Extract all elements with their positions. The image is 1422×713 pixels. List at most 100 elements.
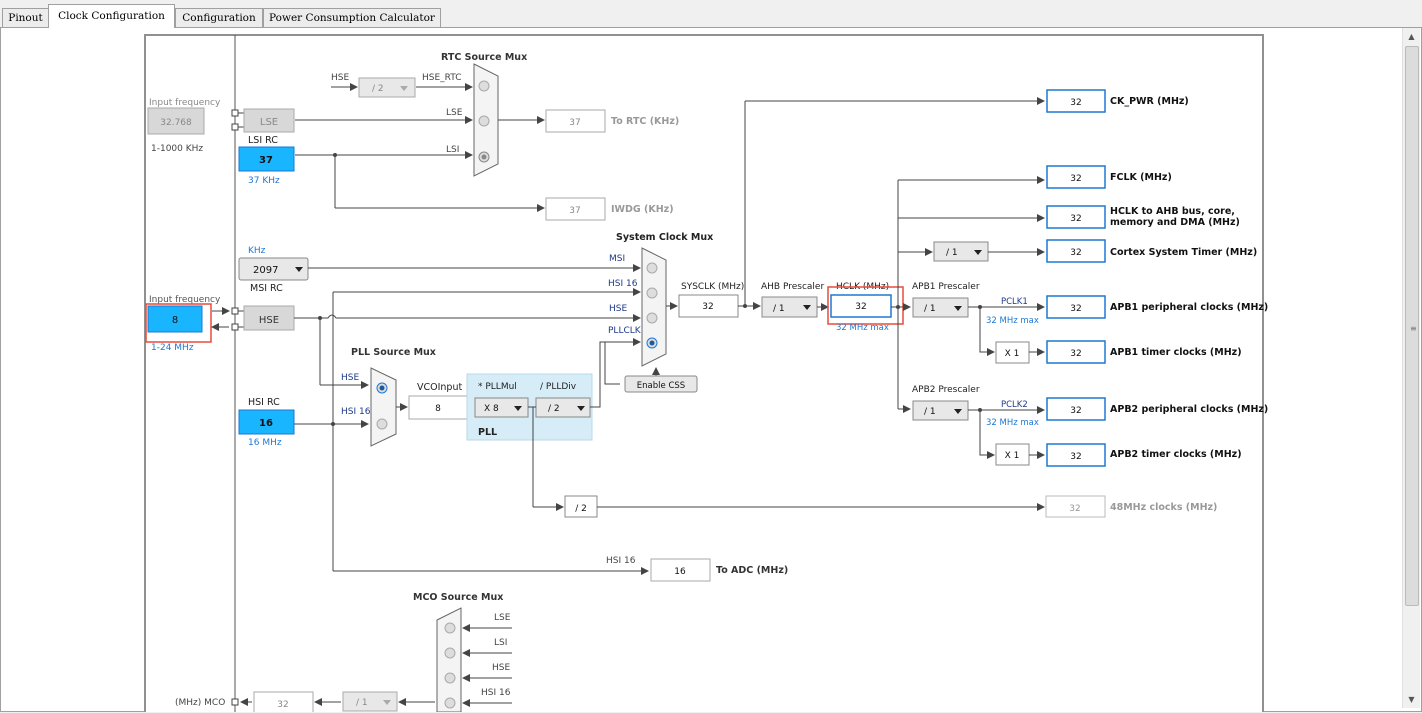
cortex-timer-divider-value: / 1 [946, 248, 958, 258]
system-clock-mux [641, 247, 667, 367]
chevron-down-icon [383, 700, 391, 705]
pll-mul-label: * PLLMul [478, 382, 517, 392]
apb2-timer-multiplier-value: X 1 [1005, 451, 1020, 461]
mco-output-label: (MHz) MCO [175, 698, 225, 708]
apb2-timer-label: APB2 timer clocks (MHz) [1110, 449, 1242, 460]
chevron-down-icon [577, 406, 585, 411]
msi-frequency-select[interactable] [238, 257, 309, 281]
lse-box-label: LSE [260, 117, 278, 128]
tab-configuration[interactable]: Configuration [175, 8, 263, 27]
chevron-down-icon [954, 306, 962, 311]
hclk-ahb-label-line2: memory and DMA (MHz) [1110, 217, 1240, 228]
lse-input-frequency-label: Input frequency [149, 98, 221, 108]
adc-label: To ADC (MHz) [716, 565, 788, 576]
ahb-prescaler-label: AHB Prescaler [761, 282, 824, 292]
ck-pwr-label: CK_PWR (MHz) [1110, 96, 1189, 107]
usb48-value-box [1045, 495, 1106, 518]
chevron-down-icon [954, 409, 962, 414]
lsi-rc-title: LSI RC [248, 135, 278, 146]
vertical-scrollbar[interactable]: ▲ ≡ ▼ [1402, 28, 1420, 708]
apb1-prescaler-label: APB1 Prescaler [912, 282, 980, 292]
mco-source-mux [436, 607, 462, 712]
vco-input-value: 8 [435, 404, 441, 414]
rtc-mux-lsi-label: LSI [446, 145, 459, 155]
hclk-max-label: 32 MHz max [836, 323, 889, 333]
enable-css-label: Enable CSS [637, 381, 685, 391]
output-fclk: 32 FCLK (MHz) [1046, 165, 1172, 189]
fclk-value: 32 [1070, 174, 1081, 184]
adc-value-box [650, 558, 711, 582]
apb2-max-label: 32 MHz max [986, 418, 1039, 428]
chevron-down-icon [295, 267, 303, 272]
sys-mux-radio-hsi16[interactable] [646, 287, 658, 299]
apb1-timer-multiplier-value: X 1 [1005, 349, 1020, 359]
scroll-up-arrow-icon[interactable]: ▲ [1408, 32, 1415, 41]
usb48-value: 32 [1069, 504, 1080, 514]
mco-value: 32 [277, 700, 288, 710]
output-apb1-peripheral: 32 APB1 peripheral clocks (MHz) [1046, 295, 1268, 319]
lsi-rc-value: 37 [259, 155, 273, 166]
pll-label: PLL [478, 427, 497, 438]
apb2-timer-value: 32 [1070, 452, 1081, 462]
mco-divider-select[interactable] [342, 691, 398, 712]
apb1-prescaler-value: / 1 [924, 304, 936, 314]
pll-mux-radio-hsi16[interactable] [376, 418, 388, 430]
hsi-rc-box [238, 409, 295, 435]
tab-clock-configuration[interactable]: Clock Configuration [48, 4, 175, 28]
sys-mux-radio-hse[interactable] [646, 312, 658, 324]
mco-mux-radio-lse[interactable] [444, 622, 456, 634]
mco-mux-lsi-label: LSI [494, 638, 507, 648]
hse-input-frequency-field[interactable] [147, 305, 203, 333]
tab-bar: Pinout Clock Configuration Configuration… [0, 0, 1422, 28]
scrollbar-thumb[interactable]: ≡ [1405, 46, 1419, 606]
rtc-mux-hse-label: HSE [331, 73, 349, 83]
mco-mux-radio-hse[interactable] [444, 672, 456, 684]
hse-box-label: HSE [259, 315, 279, 326]
lse-input-frequency-value: 32.768 [160, 118, 192, 128]
lse-oscillator-box [243, 108, 295, 133]
rtc-mux-lse-label: LSE [446, 108, 463, 118]
pll-mux-hsi16-label: HSI 16 [341, 407, 371, 417]
output-ck-pwr: 32 CK_PWR (MHz) [1046, 89, 1189, 113]
cortex-timer-value: 32 [1070, 248, 1081, 258]
hse-input-frequency-value: 8 [172, 315, 178, 326]
sys-mux-radio-msi[interactable] [646, 262, 658, 274]
rtc-mux-radio-hse[interactable] [478, 80, 490, 92]
iwdg-value-box [545, 197, 606, 221]
adc-value: 16 [674, 567, 686, 577]
lsi-range-label: 1-1000 KHz [151, 144, 203, 154]
ahb-prescaler-value: / 1 [773, 304, 785, 314]
pll-div-label: / PLLDiv [540, 382, 577, 392]
hclk-input-field[interactable] [830, 294, 892, 318]
lsi-rc-box [238, 146, 295, 172]
mco-mux-radio-hsi16[interactable] [444, 697, 456, 709]
hclk-value: 32 [855, 302, 866, 312]
diagram-frame [144, 34, 1264, 712]
vco-input-label: VCOInput [417, 382, 462, 393]
output-apb1-timer: 32 APB1 timer clocks (MHz) [1046, 340, 1242, 364]
sysclk-label: SYSCLK (MHz) [681, 282, 744, 292]
pll-mul-value: X 8 [484, 404, 499, 414]
pll-source-mux-title: PLL Source Mux [351, 347, 436, 358]
output-hclk-ahb: 32 HCLK to AHB bus, core, memory and DMA… [1046, 205, 1240, 229]
lse-input-frequency-field[interactable] [147, 107, 205, 135]
rtc-mux-radio-lse[interactable] [478, 115, 490, 127]
to-rtc-label: To RTC (KHz) [611, 116, 679, 127]
chevron-down-icon [514, 406, 522, 411]
hclk-ahb-value: 32 [1070, 214, 1081, 224]
apb1-timer-label: APB1 timer clocks (MHz) [1110, 347, 1242, 358]
tab-power-consumption-calculator[interactable]: Power Consumption Calculator [263, 8, 441, 27]
pll-mux-hse-label: HSE [341, 373, 359, 383]
sys-mux-pllclk-label: PLLCLK [608, 326, 642, 336]
enable-css-button[interactable] [624, 375, 698, 393]
scroll-down-arrow-icon[interactable]: ▼ [1408, 695, 1415, 704]
chevron-down-icon [974, 250, 982, 255]
msi-frequency-value: 2097 [253, 265, 278, 276]
hclk-ahb-label: HCLK to AHB bus, core, [1110, 206, 1235, 217]
mco-mux-radio-lsi[interactable] [444, 647, 456, 659]
apb2-peripheral-label: APB2 peripheral clocks (MHz) [1110, 404, 1268, 415]
system-clock-mux-title: System Clock Mux [616, 232, 713, 243]
rtc-source-mux-title: RTC Source Mux [441, 52, 527, 63]
pclk2-label: PCLK2 [1001, 400, 1028, 410]
rtc-hse-divider-select[interactable] [358, 77, 416, 98]
